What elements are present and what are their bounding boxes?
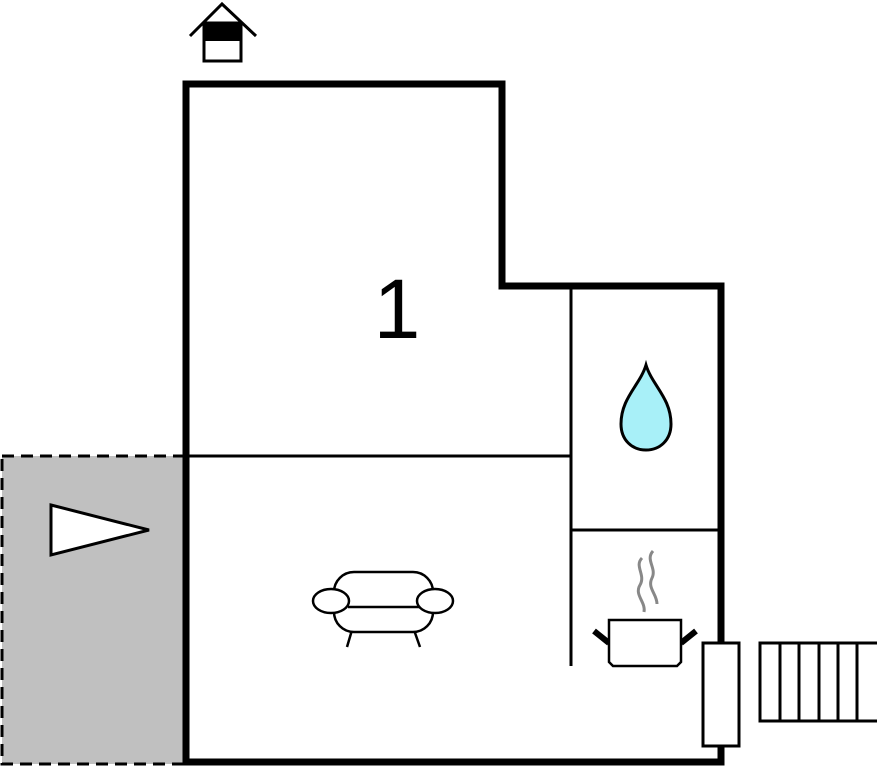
bathroom-drop-icon [619, 359, 673, 452]
terrace-arrow-icon [49, 503, 150, 557]
kitchen-pot-icon [592, 550, 698, 668]
entrance-house-icon [188, 1, 258, 63]
sofa-icon [311, 570, 455, 648]
stairs-icon [758, 641, 877, 723]
outer-walls [182, 80, 725, 766]
terrace [0, 454, 188, 766]
room-number-label: 1 [374, 262, 421, 356]
door-icon [701, 641, 741, 748]
